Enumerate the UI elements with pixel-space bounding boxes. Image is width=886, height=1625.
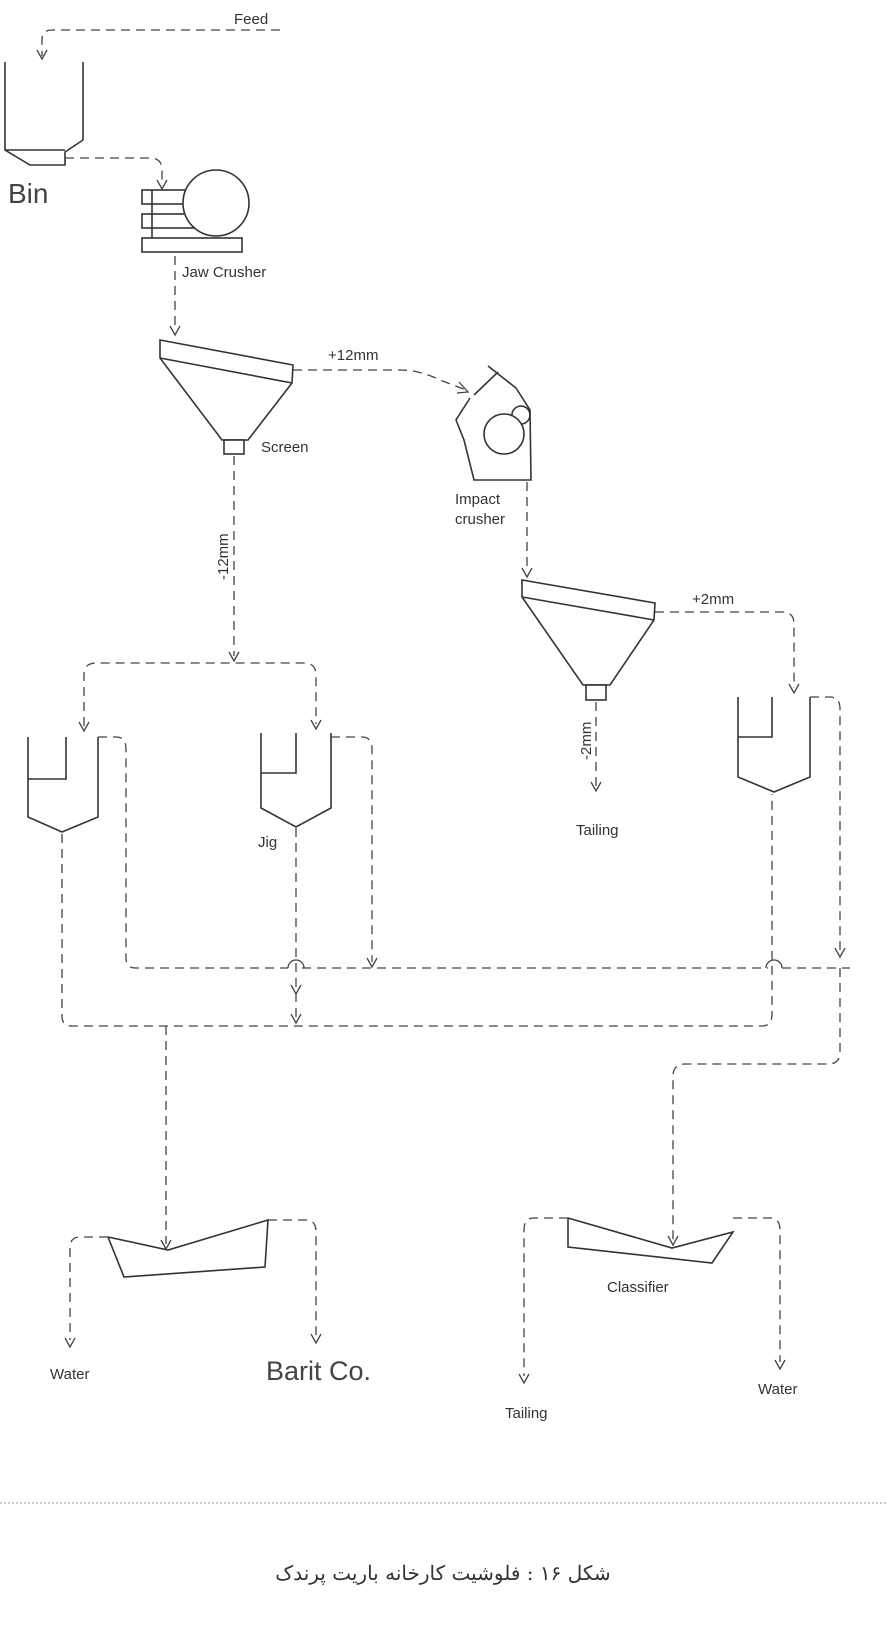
label-plus12mm: +12mm [328, 347, 378, 364]
label-feed: Feed [234, 11, 268, 28]
line-crossings [287, 959, 783, 969]
label-impact: Impact [455, 491, 501, 508]
label-tailing-bottom: Tailing [505, 1405, 548, 1422]
label-minus2mm: -2mm [578, 722, 595, 760]
label-water-right: Water [758, 1381, 797, 1398]
label-tailing-top: Tailing [576, 822, 619, 839]
flow-lines [41, 29, 850, 1376]
label-plus2mm: +2mm [692, 591, 734, 608]
figure-caption: شکل ۱۶ : فلوشیت کارخانه باریت پرندک [275, 1561, 610, 1585]
label-water-left: Water [50, 1366, 89, 1383]
label-crusher: crusher [455, 511, 505, 528]
classifier-right [567, 1217, 735, 1264]
classifier-left [107, 1218, 269, 1278]
label-jig: Jig [258, 834, 277, 851]
screen-lower [521, 579, 656, 701]
jaw-crusher [141, 169, 250, 253]
jig [260, 733, 332, 828]
arrowheads [36, 49, 846, 1385]
label-classifier: Classifier [607, 1279, 669, 1296]
impact-crusher [455, 365, 532, 481]
screen-upper [159, 339, 294, 455]
jig-left [27, 737, 99, 833]
label-screen: Screen [261, 439, 309, 456]
settler-right [737, 697, 811, 793]
label-minus12mm: -12mm [215, 533, 232, 580]
bin [4, 62, 84, 166]
label-jaw-crusher: Jaw Crusher [182, 264, 266, 281]
label-bin: Bin [8, 178, 48, 209]
label-barit-co: Barit Co. [266, 1356, 371, 1386]
